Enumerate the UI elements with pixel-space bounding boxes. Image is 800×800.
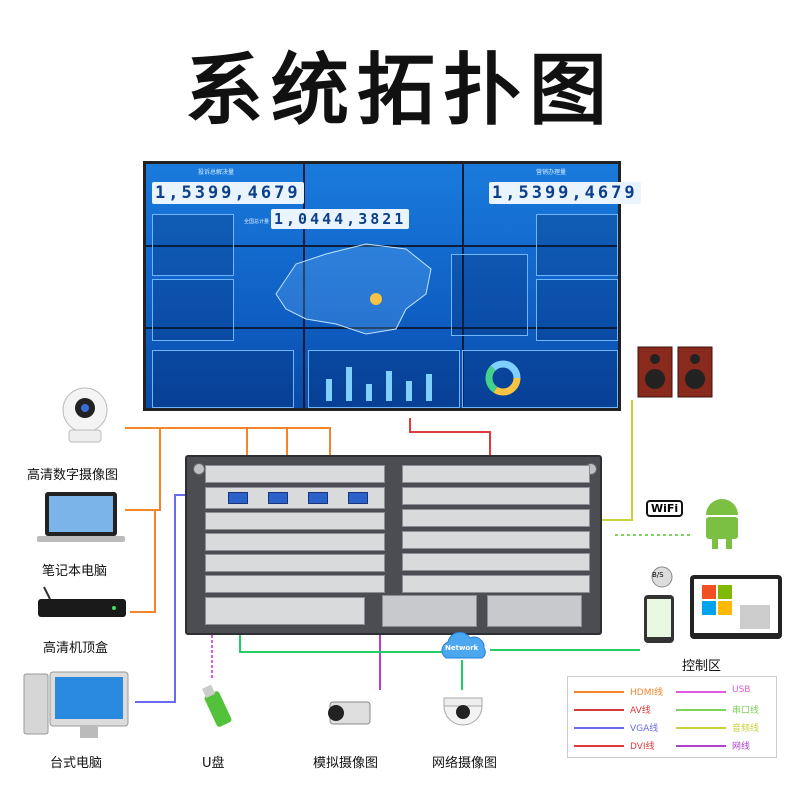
network-cloud: Network bbox=[436, 631, 492, 662]
input-card-vga bbox=[205, 487, 385, 509]
output-card-4 bbox=[402, 531, 590, 549]
input-card-usb bbox=[205, 554, 385, 572]
usb-icon bbox=[201, 684, 232, 727]
legend-line bbox=[676, 727, 726, 729]
wall-mini-bars bbox=[326, 367, 432, 401]
control-devices: B/S bbox=[640, 565, 790, 650]
legend-label: HDMI线 bbox=[630, 688, 664, 698]
android-phone bbox=[700, 495, 744, 550]
ip-camera bbox=[440, 686, 486, 734]
label-hd-camera: 高清数字摄像图 bbox=[27, 468, 119, 483]
label-ip-camera: 网络摄像图 bbox=[432, 756, 498, 771]
legend-label: 网线 bbox=[732, 742, 751, 752]
output-card-3 bbox=[402, 509, 590, 527]
usb-disk bbox=[198, 682, 238, 732]
wall-ranking bbox=[451, 254, 528, 336]
input-card-lan bbox=[205, 575, 385, 593]
matrix-chassis bbox=[185, 455, 602, 635]
output-card-2 bbox=[402, 487, 590, 505]
analog-camera-icon bbox=[328, 701, 371, 725]
wall-table-left bbox=[152, 350, 294, 408]
network-label: Network bbox=[445, 644, 479, 652]
legend-line bbox=[574, 745, 624, 747]
output-card-5 bbox=[402, 553, 590, 571]
china-map bbox=[275, 243, 432, 335]
legend: HDMI线 USB AV线 串口线 VGA线 音频线 DVI线 网线 bbox=[567, 676, 777, 758]
legend-line bbox=[574, 709, 624, 711]
hd-camera bbox=[57, 380, 113, 450]
legend-label: 音频线 bbox=[732, 724, 760, 734]
page-title: 系统拓扑图 bbox=[184, 46, 615, 136]
wall-right-title: 营销办理量 bbox=[536, 169, 567, 176]
control-card bbox=[205, 597, 365, 625]
wall-bars-right bbox=[536, 279, 618, 341]
input-card-hdmi bbox=[205, 465, 385, 483]
output-card-1 bbox=[402, 465, 590, 483]
wall-list-left bbox=[152, 214, 234, 276]
wall-center-count: 1,0444,3821 bbox=[271, 209, 410, 229]
legend-label: 串口线 bbox=[732, 706, 760, 716]
legend-label: AV线 bbox=[630, 706, 651, 716]
legend-line bbox=[574, 691, 624, 693]
desktop-pc bbox=[20, 668, 130, 748]
input-card-av bbox=[205, 512, 385, 530]
input-card-dvi bbox=[205, 533, 385, 551]
label-analog-camera: 模拟摄像图 bbox=[313, 756, 379, 771]
bs-label: B/S bbox=[652, 571, 664, 579]
android-icon bbox=[706, 499, 738, 549]
laptop-icon bbox=[37, 492, 125, 542]
legend-label: VGA线 bbox=[630, 724, 659, 734]
desktop-icon bbox=[23, 671, 129, 738]
wall-bars-left bbox=[152, 279, 234, 341]
legend-label: DVI线 bbox=[630, 742, 655, 752]
label-control-area: 控制区 bbox=[682, 659, 722, 674]
wall-list-right bbox=[536, 214, 618, 276]
label-laptop: 笔记本电脑 bbox=[42, 564, 108, 579]
settop-box bbox=[30, 585, 130, 625]
laptop bbox=[35, 490, 127, 550]
dome-camera-icon bbox=[443, 697, 483, 726]
legend-line bbox=[676, 709, 726, 711]
analog-camera bbox=[322, 690, 378, 734]
wall-donut bbox=[485, 360, 521, 396]
cloud-icon bbox=[441, 631, 486, 659]
settop-icon bbox=[38, 586, 126, 617]
legend-label: USB bbox=[732, 685, 751, 695]
wifi-badge: WiFi bbox=[646, 500, 684, 517]
legend-line bbox=[574, 727, 624, 729]
control-icon bbox=[644, 566, 782, 643]
wall-left-count: 1,5399,4679 bbox=[152, 182, 304, 204]
label-usb: U盘 bbox=[202, 756, 225, 771]
camera-icon bbox=[62, 387, 108, 443]
power-supply-2 bbox=[487, 595, 582, 627]
legend-line bbox=[676, 745, 726, 747]
speakers bbox=[636, 345, 716, 400]
power-supply-1 bbox=[382, 595, 477, 627]
screw bbox=[193, 463, 205, 475]
speaker-icon bbox=[637, 346, 713, 398]
wall-bar-chart bbox=[308, 350, 460, 408]
label-desktop: 台式电脑 bbox=[50, 756, 103, 771]
legend-line bbox=[676, 691, 726, 693]
output-card-6 bbox=[402, 575, 590, 593]
label-settop: 高清机顶盒 bbox=[43, 641, 109, 656]
wall-center-label: 全国总计量 bbox=[244, 219, 270, 225]
wall-right-count: 1,5399,4679 bbox=[489, 182, 641, 204]
wall-left-title: 投诉总解决量 bbox=[198, 169, 235, 176]
video-wall: 投诉总解决量 营销办理量 1,5399,4679 1,5399,4679 全国总… bbox=[143, 161, 641, 411]
